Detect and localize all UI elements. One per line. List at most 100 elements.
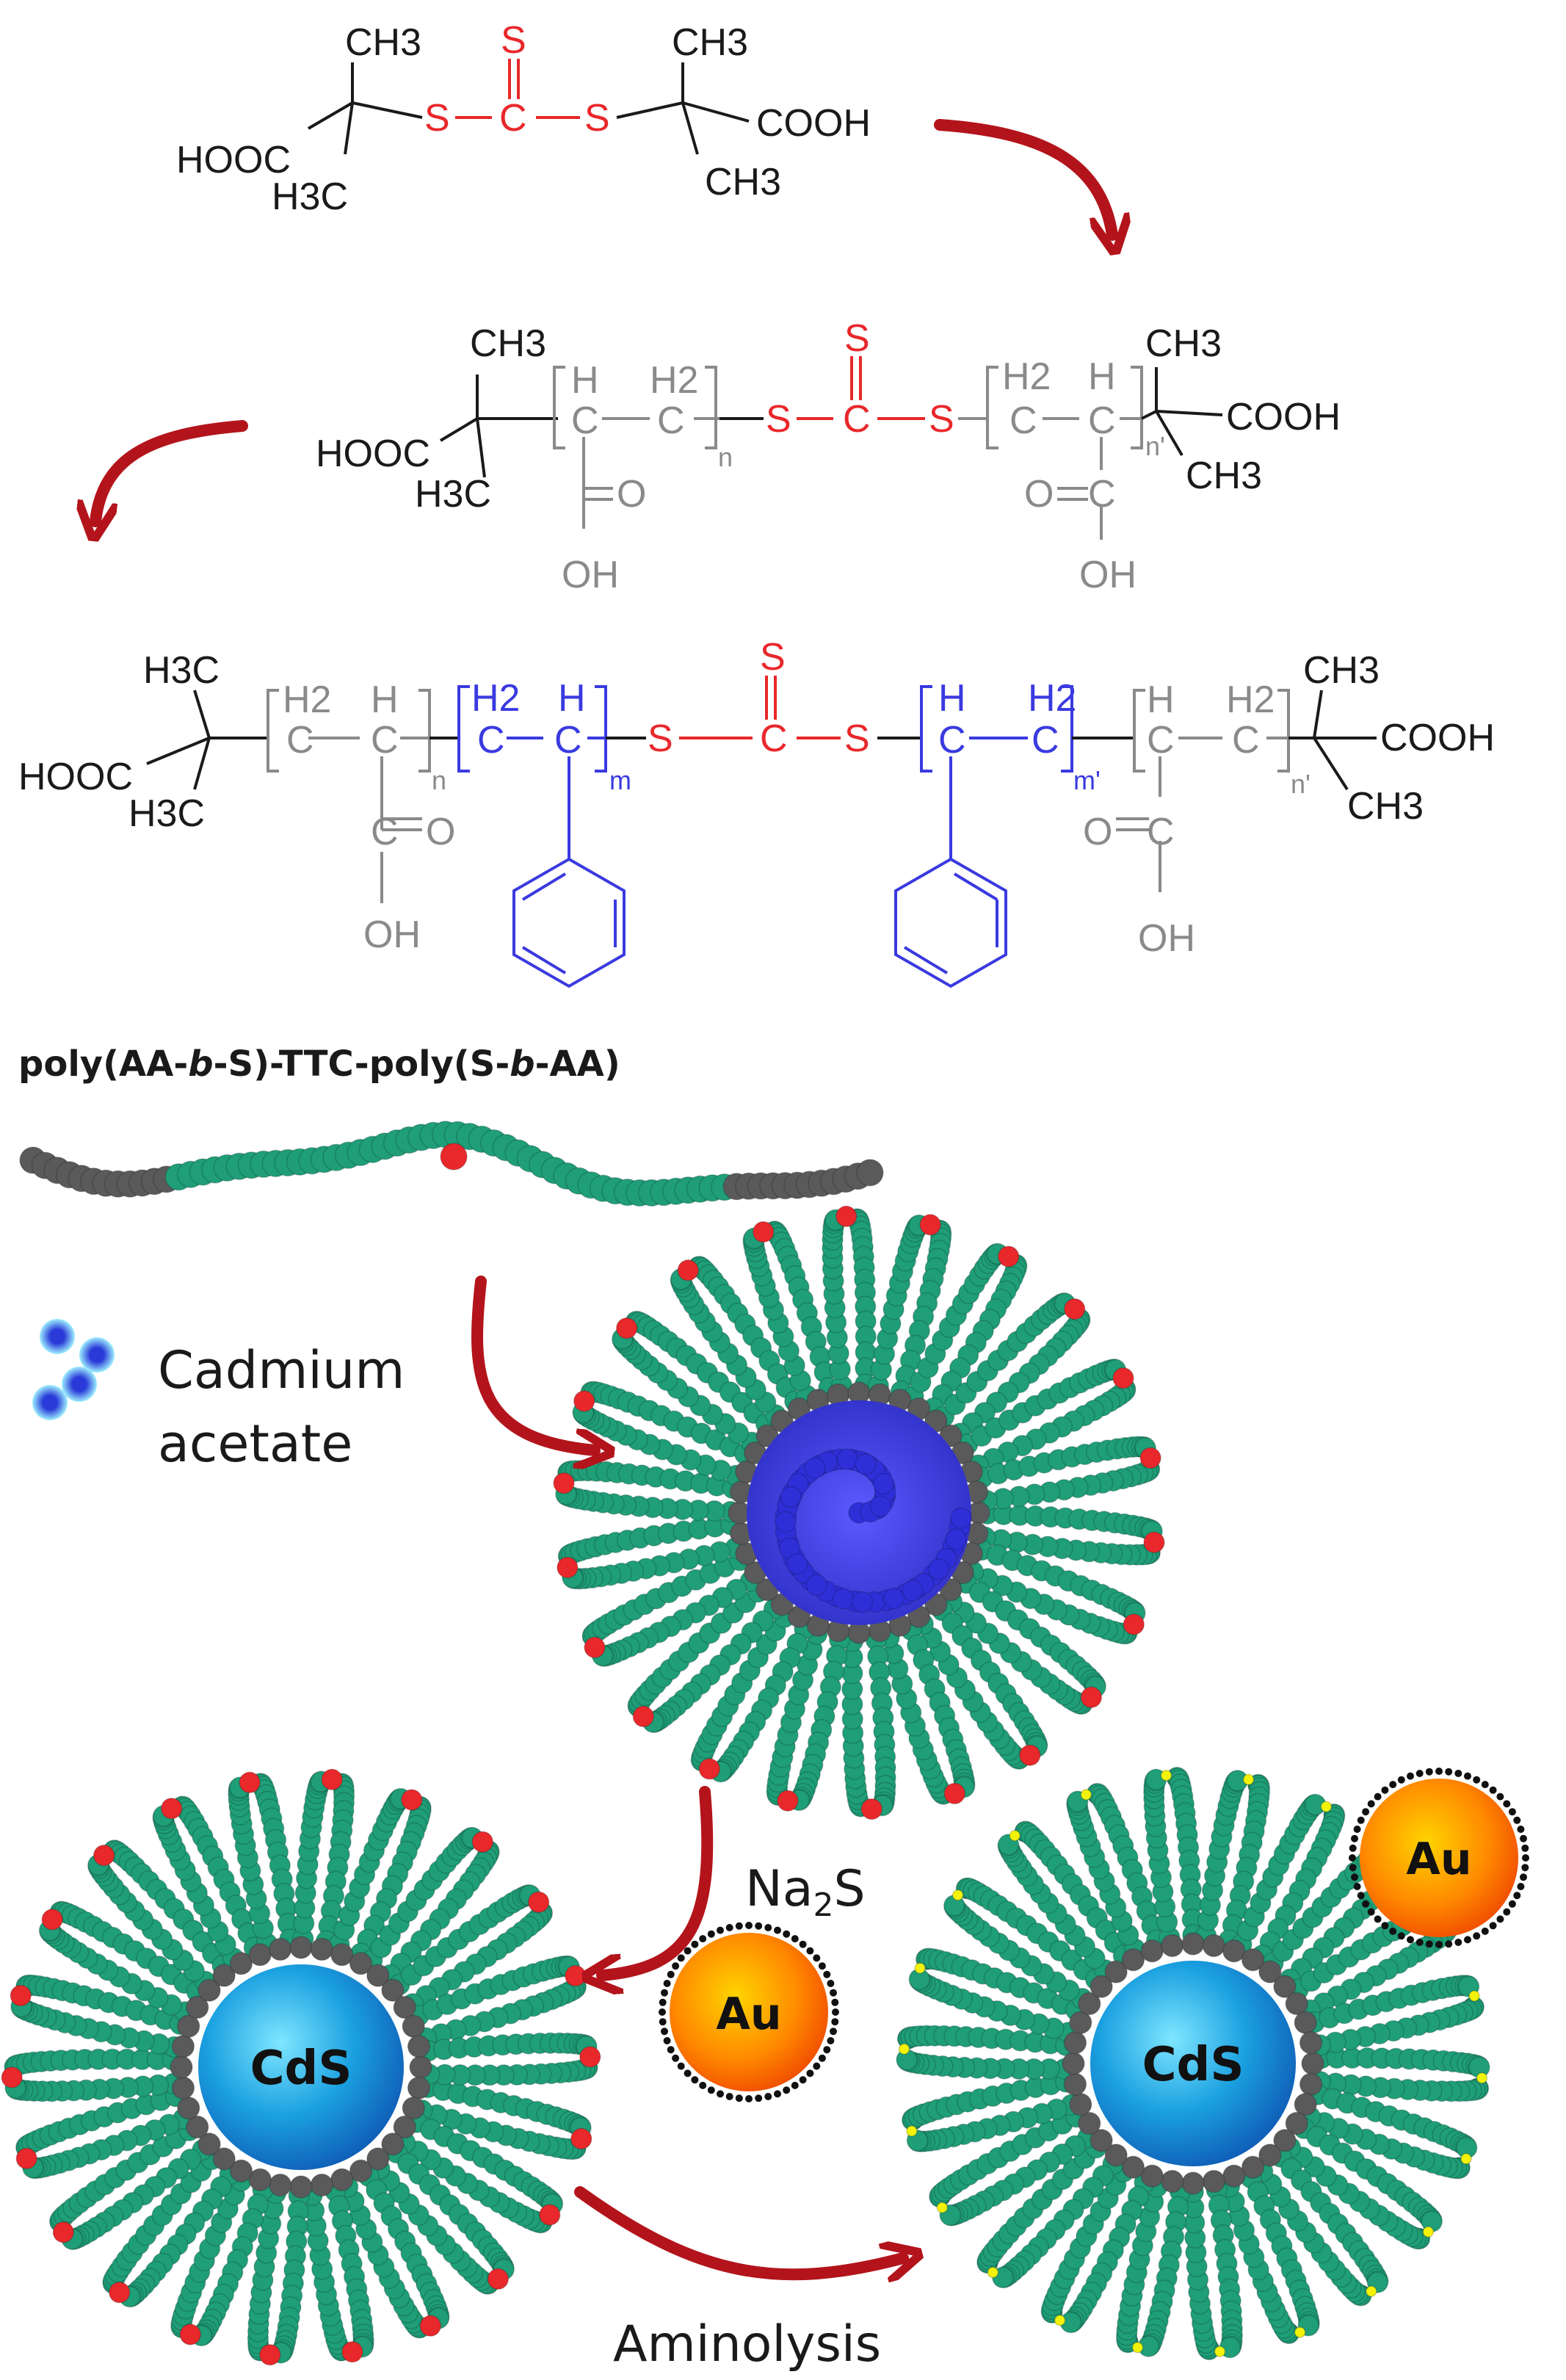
ligand-dot xyxy=(699,2081,707,2089)
label-sulfur: S xyxy=(844,717,870,760)
ttc-bead xyxy=(15,2147,37,2170)
paa-bead xyxy=(1069,2011,1092,2035)
thiol-end-bead xyxy=(936,2202,949,2213)
ligand-dot xyxy=(1513,1892,1521,1900)
ttc-bead xyxy=(565,1964,587,1987)
ligand-dot xyxy=(1454,1939,1462,1946)
ligand-dot xyxy=(725,2093,733,2100)
paa-bead xyxy=(1078,1992,1101,2016)
ligand-dot xyxy=(1503,1908,1511,1916)
ligand-dot xyxy=(806,2069,814,2077)
ligand-dot xyxy=(1521,1864,1529,1872)
ttc-bead xyxy=(1112,1367,1134,1389)
paa-bead xyxy=(1294,2092,1317,2116)
label-c: C xyxy=(371,719,399,762)
ligand-dot xyxy=(1397,1776,1405,1784)
ttc-bead xyxy=(93,1844,115,1867)
ligand-dot xyxy=(1349,1864,1357,1872)
label-c: C xyxy=(477,719,505,762)
ligand-dot xyxy=(1445,1768,1453,1776)
thiol-end-bead xyxy=(1422,2226,1435,2238)
arrow-4 xyxy=(602,1786,714,1975)
ligand-dot xyxy=(818,2054,826,2062)
paa-bead xyxy=(407,2034,431,2058)
label-sulfur-thione: S xyxy=(844,317,870,360)
paa-bead xyxy=(171,2034,195,2058)
ttc-bead xyxy=(487,2268,510,2290)
paa-bead xyxy=(1273,1975,1297,1998)
ligand-dot xyxy=(1374,1793,1382,1801)
label-h2: H2 xyxy=(1028,677,1076,720)
label-sulfur-thione: S xyxy=(760,636,786,679)
ttc-bead xyxy=(527,1891,550,1914)
cadmium-ion xyxy=(780,1486,802,1508)
ttc-bead xyxy=(1,2066,23,2088)
label-cooh: COOH xyxy=(1226,396,1341,438)
ligand-dot xyxy=(764,2093,772,2100)
ttc-bead xyxy=(570,2127,592,2150)
paa-bead xyxy=(197,2133,221,2156)
label-oh: OH xyxy=(1079,554,1137,596)
thiol-end-bead xyxy=(987,2266,999,2279)
ligand-dot xyxy=(667,1970,675,1978)
ligand-dot xyxy=(1349,1844,1357,1852)
label-c: C xyxy=(1147,811,1175,853)
ligand-dot xyxy=(663,1980,671,1987)
ligand-dot xyxy=(1508,1808,1516,1816)
ligand-dot xyxy=(1367,1800,1375,1808)
paa-bead xyxy=(393,2115,416,2139)
thiol-end-bead xyxy=(906,2125,918,2137)
paa-bead xyxy=(1140,2164,1164,2188)
label-cooh: COOH xyxy=(756,102,871,145)
ligand-dot xyxy=(1407,1772,1414,1780)
paa-bead xyxy=(1121,1948,1145,1972)
ligand-dot xyxy=(1435,1941,1443,1948)
ligand-dot xyxy=(745,1922,753,1929)
label-o: O xyxy=(617,473,646,516)
label-h2: H2 xyxy=(471,677,520,720)
label-hooc: HOOC xyxy=(316,433,430,475)
ligand-dot xyxy=(830,2028,837,2036)
paa-bead xyxy=(268,2173,292,2197)
ligand-dot xyxy=(1496,1915,1504,1923)
ligand-dot xyxy=(1367,1908,1375,1916)
ligand-dot xyxy=(1520,1834,1527,1842)
label-c: C xyxy=(1032,719,1059,762)
label-sub-n: n xyxy=(718,442,733,472)
paa-bead xyxy=(381,1978,405,2002)
paa-bead xyxy=(229,1952,253,1975)
svg-text:Au: Au xyxy=(716,1989,781,2040)
label-sub-m: m xyxy=(609,765,631,795)
cadmium-ion xyxy=(805,1574,828,1596)
label-h2: H2 xyxy=(283,679,331,721)
ligand-dot xyxy=(1407,1936,1414,1944)
paa-bead xyxy=(393,1995,416,2019)
ttc-bead xyxy=(615,1317,638,1339)
label-ch3: CH3 xyxy=(672,21,748,64)
paa-bead xyxy=(330,1943,354,1967)
ligand-dot xyxy=(1481,1927,1489,1935)
paa-bead xyxy=(310,2173,334,2197)
ligand-dot xyxy=(1508,1900,1516,1908)
ligand-dot xyxy=(1489,1786,1497,1794)
label-sulfur: S xyxy=(584,97,610,140)
ligand-dot xyxy=(1473,1776,1481,1784)
arrow-3 xyxy=(471,1276,595,1450)
label-hooc: HOOC xyxy=(176,139,291,181)
label-sub-n: n xyxy=(432,765,446,795)
ttc-bead xyxy=(52,2221,75,2243)
cadmium-acetate-label: Cadmium xyxy=(158,1340,405,1400)
paa-bead xyxy=(1285,2111,1308,2135)
ttc-bead xyxy=(943,1782,966,1805)
cadmium-ion xyxy=(950,1507,972,1529)
paa-bead xyxy=(1104,2144,1128,2167)
ttc-bead xyxy=(259,2343,281,2366)
label-c: C xyxy=(938,719,966,762)
label-ch3: CH3 xyxy=(1347,785,1424,828)
arrow-1 xyxy=(934,119,1112,235)
ttc-bead xyxy=(539,2204,561,2226)
label-o: O xyxy=(426,811,455,853)
paa-bead xyxy=(1069,2092,1092,2116)
label-ch3: CH3 xyxy=(1186,455,1262,497)
label-c: C xyxy=(1088,399,1116,442)
